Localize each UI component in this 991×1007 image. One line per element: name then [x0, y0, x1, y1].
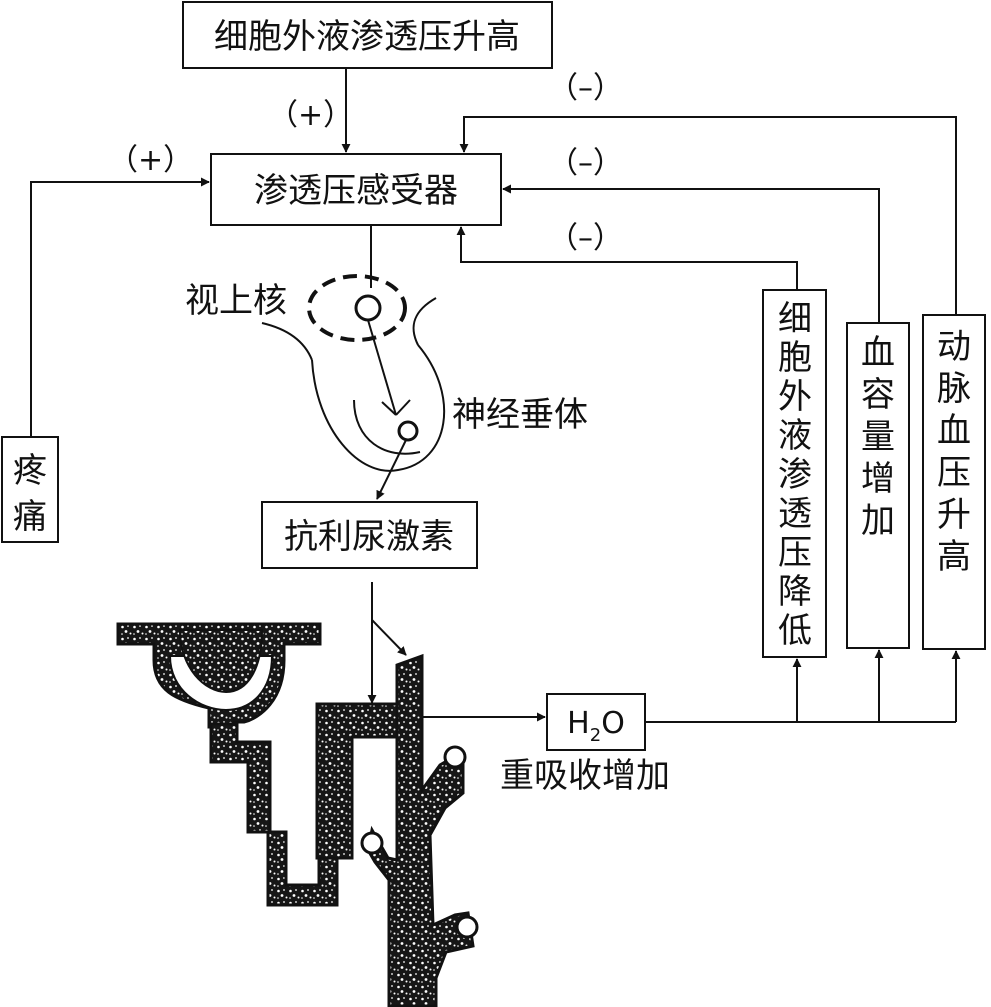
ecf-text-6: 透	[778, 494, 812, 534]
ecf-text-9: 低	[778, 611, 812, 651]
nephron-sketch	[116, 622, 479, 1007]
feedback-volume-line	[502, 184, 880, 323]
water-h: H	[567, 706, 590, 741]
top-stimulus-text: 细胞外液渗透压升高	[214, 17, 520, 57]
top-stimulus-box: 细胞外液渗透压升高	[182, 1, 553, 69]
ecf-text-3: 外	[778, 377, 812, 417]
proximal-tubule	[209, 722, 272, 834]
volume-text-4: 增	[861, 459, 895, 499]
receptor-text: 渗透压感受器	[254, 171, 458, 211]
branch-opening-3	[455, 915, 479, 939]
supraoptic-label: 视上核	[185, 281, 287, 321]
branch-opening-1	[443, 745, 467, 769]
receptor-box: 渗透压感受器	[210, 153, 502, 226]
feedback-arterial-line	[459, 116, 957, 315]
arterial-text-4: 压	[937, 453, 971, 493]
arterial-text-6: 高	[937, 537, 971, 577]
supraoptic-nucleus-outline	[307, 274, 407, 342]
pain-text-1: 疼	[13, 451, 47, 491]
arterial-text-1: 动	[937, 327, 971, 367]
ecf-text-2: 胞	[778, 338, 812, 378]
adh-text: 抗利尿激素	[284, 517, 454, 557]
neurohypophysis-label: 神经垂体	[452, 395, 588, 435]
reabsorption-label: 重吸收增加	[500, 756, 670, 796]
pain-box: 疼 痛	[1, 436, 59, 543]
water-text: H2O	[567, 706, 625, 746]
neuron-body-lower	[397, 420, 419, 442]
glomerulus	[178, 629, 264, 694]
volume-text-2: 容	[861, 375, 895, 415]
minus-sign-arterial: （–）	[548, 71, 623, 106]
top-plus-sign: （+）	[268, 98, 353, 133]
water-box: H2O	[546, 693, 646, 751]
neuron-body-upper	[354, 294, 382, 322]
ecf-text-4: 液	[778, 416, 812, 456]
arterial-text-3: 血	[937, 411, 971, 451]
adh-box: 抗利尿激素	[261, 501, 478, 569]
pain-plus-sign: （+）	[108, 143, 193, 178]
volume-text-5: 加	[861, 501, 895, 541]
ecf-decrease-box: 细 胞 外 液 渗 透 压 降 低	[762, 289, 827, 658]
arrow-pain-to-receptor	[30, 177, 210, 437]
ecf-text-1: 细	[778, 299, 812, 339]
arterial-pressure-box: 动 脉 血 压 升 高	[922, 314, 986, 650]
arterial-text-5: 升	[937, 495, 971, 535]
arrow-pituitary-to-adh	[376, 439, 407, 500]
blood-volume-box: 血 容 量 增 加	[846, 322, 910, 649]
minus-sign-ecf: （–）	[548, 221, 623, 256]
volume-text-1: 血	[861, 333, 895, 373]
water-sub: 2	[590, 725, 601, 746]
arterial-text-2: 脉	[937, 369, 971, 409]
minus-sign-volume: （–）	[548, 146, 623, 181]
pain-text-2: 痛	[13, 497, 47, 537]
water-o: O	[601, 706, 625, 741]
hypothalamus-pituitary-sketch	[261, 225, 446, 500]
feedback-ecf-line	[456, 226, 798, 290]
branch-opening-2	[360, 831, 384, 855]
arrow-adh-to-collecting-duct	[371, 582, 407, 656]
ecf-text-5: 渗	[778, 455, 812, 495]
ecf-text-7: 压	[778, 533, 812, 573]
volume-text-3: 量	[861, 417, 895, 457]
ecf-text-8: 降	[778, 572, 812, 612]
